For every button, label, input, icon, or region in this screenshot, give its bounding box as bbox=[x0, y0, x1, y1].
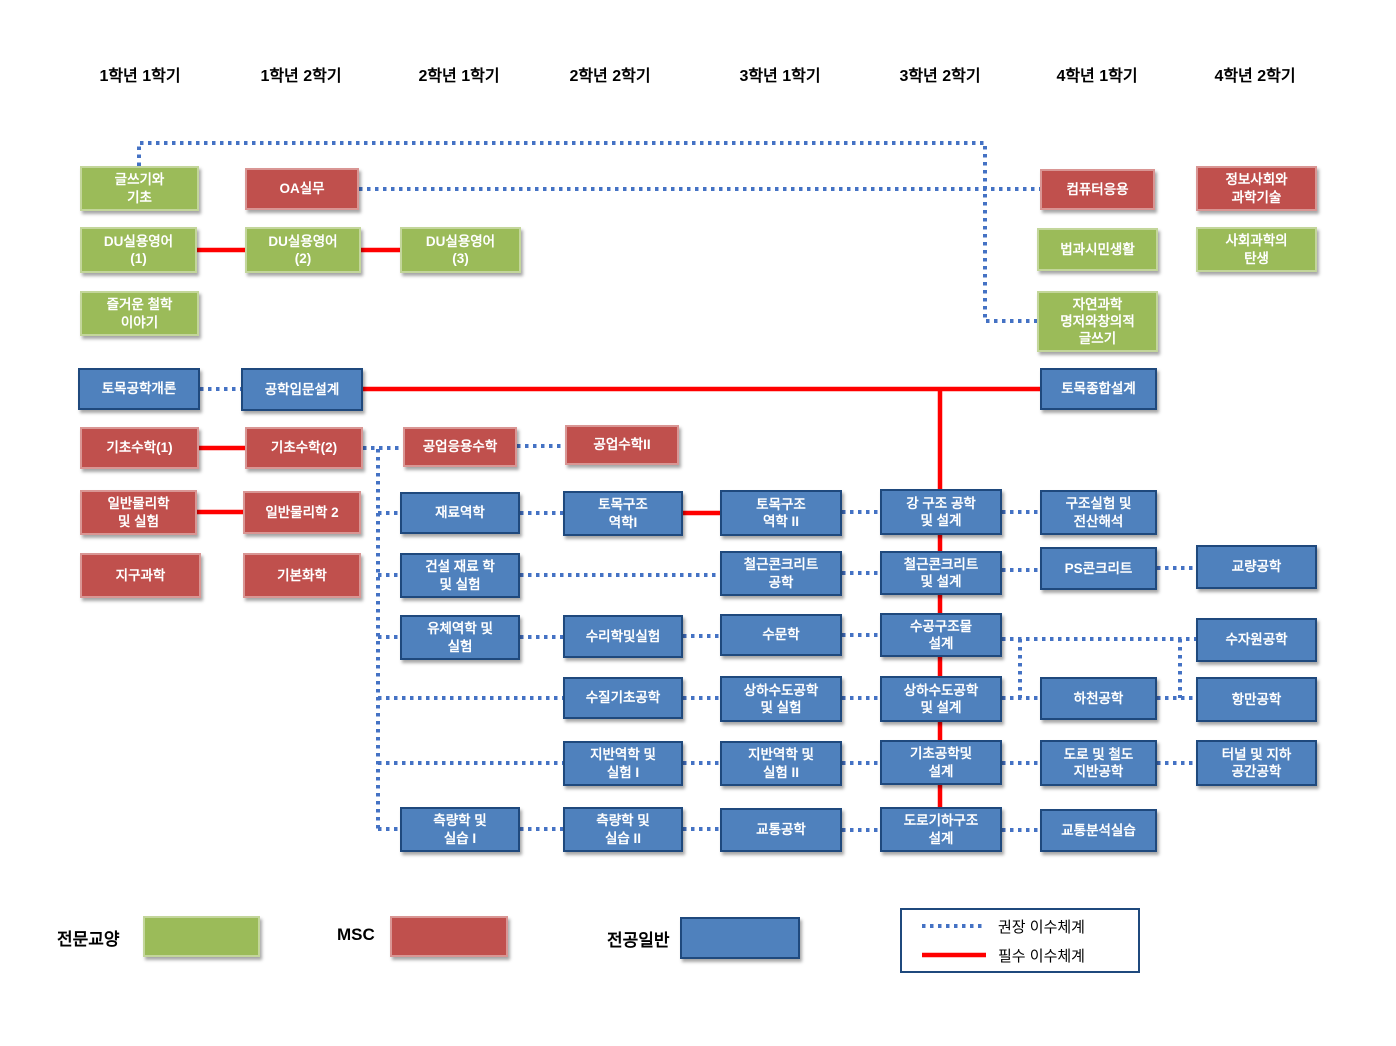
semester-header-4: 2학년 2학기 bbox=[569, 68, 651, 85]
recommended-line-sample bbox=[922, 924, 986, 928]
course-water-quality-eng: 수질기초공학 bbox=[563, 677, 683, 719]
course-basic-chemistry: 기본화학 bbox=[243, 553, 361, 598]
course-hydraulic-structures-design: 수공구조물 설계 bbox=[880, 613, 1002, 657]
course-structural-mechanics-2: 토목구조 역학 II bbox=[720, 490, 842, 536]
course-tunnel-underground-eng: 터널 및 지하 공간공학 bbox=[1196, 740, 1317, 786]
legend-swatch-major bbox=[680, 917, 800, 959]
course-soil-mechanics-1: 지반역학 및 실험 I bbox=[563, 741, 683, 786]
course-traffic-analysis-practice: 교통분석실습 bbox=[1040, 809, 1157, 852]
course-foundation-eng-design: 기초공학및 설계 bbox=[880, 740, 1002, 785]
course-road-rail-geotech: 도로 및 철도 지반공학 bbox=[1040, 740, 1157, 786]
course-soil-mechanics-2: 지반역학 및 실험 II bbox=[720, 741, 842, 786]
course-rc-engineering: 철근콘크리트 공학 bbox=[720, 551, 842, 596]
legend-swatch-general-education bbox=[143, 916, 260, 957]
course-surveying-2: 측량학 및 실습 II bbox=[563, 807, 683, 852]
course-eng-math-2: 공업수학II bbox=[565, 425, 679, 465]
legend-swatch-msc bbox=[390, 916, 508, 957]
course-birth-of-social-science: 사회과학의 탄생 bbox=[1196, 227, 1317, 272]
course-traffic-engineering: 교통공학 bbox=[720, 808, 842, 852]
semester-header-3: 2학년 1학기 bbox=[418, 68, 500, 85]
semester-header-6: 3학년 2학기 bbox=[899, 68, 981, 85]
course-mechanics-of-materials: 재료역학 bbox=[400, 492, 520, 534]
course-applied-eng-math: 공업응용수학 bbox=[403, 427, 517, 467]
course-construction-materials-lab: 건설 재료 학 및 실험 bbox=[400, 553, 520, 598]
legend-label-major: 전공일반 bbox=[607, 931, 670, 950]
course-oa-practice: OA실무 bbox=[245, 168, 359, 210]
course-intro-eng-design: 공학입문설계 bbox=[241, 368, 363, 411]
course-basic-math-2: 기초수학(2) bbox=[245, 427, 363, 469]
line-writing-basics-to-science-classics-writing bbox=[137, 141, 1037, 323]
course-physics-2: 일반물리학 2 bbox=[243, 491, 361, 534]
course-physics-1-lab: 일반물리학 및 실험 bbox=[80, 490, 197, 535]
legend-row-required: 필수 이수체계 bbox=[920, 945, 1138, 966]
course-law-civic-life: 법과시민생활 bbox=[1037, 228, 1158, 271]
course-capstone-design: 토목종합설계 bbox=[1040, 368, 1157, 410]
legend-label-required: 필수 이수체계 bbox=[998, 947, 1085, 965]
course-info-society-science-tech: 정보사회와 과학기술 bbox=[1196, 166, 1317, 211]
course-water-resources-eng: 수자원공학 bbox=[1196, 618, 1317, 662]
course-du-english-2: DU실용영어 (2) bbox=[245, 227, 361, 273]
legend-row-recommended: 권장 이수체계 bbox=[920, 916, 1138, 937]
course-harbor-engineering: 항만공학 bbox=[1196, 677, 1317, 722]
course-surveying-1: 측량학 및 실습 I bbox=[400, 807, 520, 852]
legend-label-general-education: 전문교양 bbox=[57, 930, 120, 949]
course-water-sewage-design: 상하수도공학 및 설계 bbox=[880, 676, 1002, 722]
course-basic-math-1: 기초수학(1) bbox=[80, 427, 199, 469]
semester-header-2: 1학년 2학기 bbox=[260, 68, 342, 85]
course-hydrology: 수문학 bbox=[720, 614, 842, 656]
course-fluid-mechanics-lab: 유체역학 및 실험 bbox=[400, 615, 520, 660]
semester-header-1: 1학년 1학기 bbox=[99, 68, 181, 85]
course-hydraulics-lab: 수리학및실험 bbox=[563, 615, 683, 658]
course-water-sewage-lab: 상하수도공학 및 실험 bbox=[720, 676, 842, 722]
legend-label-recommended: 권장 이수체계 bbox=[998, 918, 1085, 936]
required-line-sample bbox=[922, 952, 986, 958]
legend-label-msc: MSC bbox=[337, 925, 375, 944]
course-philosophy-stories: 즐거운 철학 이야기 bbox=[80, 291, 199, 336]
course-writing-basics: 글쓰기와 기초 bbox=[80, 166, 199, 211]
semester-header-7: 4학년 1학기 bbox=[1056, 68, 1138, 85]
course-computer-application: 컴퓨터응용 bbox=[1040, 169, 1155, 210]
course-river-engineering: 하천공학 bbox=[1040, 677, 1157, 720]
line-type-legend: 권장 이수체계 필수 이수체계 bbox=[900, 908, 1140, 973]
course-science-classics-writing: 자연과학 명저와창의적 글쓰기 bbox=[1037, 291, 1158, 352]
course-intro-civil-eng: 토목공학개론 bbox=[78, 368, 200, 410]
course-du-english-3: DU실용영어 (3) bbox=[400, 227, 521, 273]
course-road-geometry-design: 도로기하구조 설계 bbox=[880, 807, 1002, 852]
course-earth-science: 지구과학 bbox=[80, 553, 201, 598]
course-structural-mechanics-1: 토목구조 역학I bbox=[563, 491, 683, 536]
semester-header-8: 4학년 2학기 bbox=[1214, 68, 1296, 85]
course-du-english-1: DU실용영어 (1) bbox=[80, 227, 197, 273]
course-steel-structures-design: 강 구조 공학 및 설계 bbox=[880, 489, 1002, 535]
semester-header-5: 3학년 1학기 bbox=[739, 68, 821, 85]
course-rc-design: 철근콘크리트 및 설계 bbox=[880, 551, 1002, 595]
course-structural-exp-analysis: 구조실험 및 전산해석 bbox=[1040, 490, 1157, 535]
course-ps-concrete: PS콘크리트 bbox=[1040, 547, 1157, 590]
course-bridge-engineering: 교량공학 bbox=[1196, 545, 1317, 589]
